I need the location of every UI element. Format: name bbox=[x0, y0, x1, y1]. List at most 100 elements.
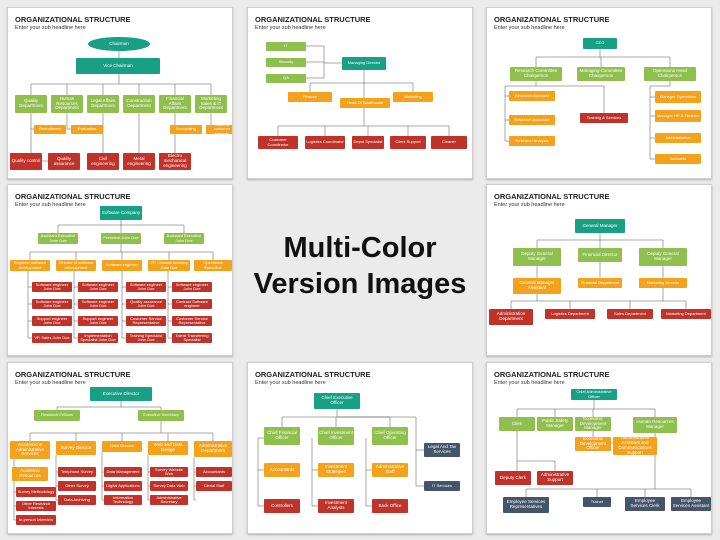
org-node: Assistant Executive John Doe bbox=[38, 233, 78, 244]
org-node: Chief Operating Officer bbox=[372, 427, 408, 445]
org-node: Support engineer John Doe bbox=[32, 316, 72, 326]
org-node: VP, Channel learning John Doe bbox=[148, 260, 190, 271]
org-node: Research Associate bbox=[509, 115, 555, 125]
org-node: Quality assurance John Doe bbox=[126, 299, 166, 309]
org-node: Depot Specialist bbox=[352, 136, 384, 149]
slide-subtitle: Enter your sub headline here bbox=[494, 202, 565, 208]
org-node: Operations Head Chairperson bbox=[644, 67, 696, 81]
org-node: Data Archiving bbox=[58, 495, 96, 505]
org-node: Clerk bbox=[499, 417, 535, 431]
org-node: Survey Director bbox=[56, 441, 96, 455]
org-node: Quality control bbox=[10, 153, 42, 170]
org-node: Research Fellows bbox=[34, 410, 80, 421]
slide-thumbnail-8[interactable]: ORGANIZATIONAL STRUCTURE Enter your sub … bbox=[486, 362, 712, 534]
org-node: Vice Chairman bbox=[76, 58, 160, 74]
org-node: Web and Data Design bbox=[148, 441, 188, 455]
org-node: Software engineer bbox=[102, 260, 142, 271]
slide-subtitle: Enter your sub headline here bbox=[255, 380, 326, 386]
slide-title: ORGANIZATIONAL STRUCTURE bbox=[15, 15, 131, 24]
org-node: Accountants bbox=[264, 463, 300, 477]
org-node: Chairman bbox=[88, 37, 150, 51]
org-node: Survey Methodology bbox=[16, 487, 56, 497]
org-node: Customer Service Representative bbox=[126, 316, 166, 326]
org-node: Software engineer John Doe bbox=[172, 282, 212, 292]
slide-thumbnail-4[interactable]: ORGANIZATIONAL STRUCTURE Enter your sub … bbox=[7, 184, 233, 356]
slide-subtitle: Enter your sub headline here bbox=[494, 380, 565, 386]
org-node: Research Assistant bbox=[509, 91, 555, 101]
org-node: Economic Development Officer bbox=[575, 437, 611, 451]
org-node: Survey Data Web bbox=[150, 481, 188, 491]
org-node: Software engineer John Doe bbox=[32, 299, 72, 309]
org-node: Executive Secretary bbox=[138, 410, 184, 421]
slide-thumbnail-3[interactable]: ORGANIZATIONAL STRUCTURE Enter your sub … bbox=[486, 7, 712, 179]
slide-title: ORGANIZATIONAL STRUCTURE bbox=[255, 15, 371, 24]
org-node: Sales Department bbox=[607, 309, 653, 319]
org-node: Software engineer John Doe bbox=[78, 299, 118, 309]
org-node: Software engineer John Doe bbox=[78, 282, 118, 292]
org-node: Chief Investment Officer bbox=[318, 427, 354, 445]
org-node: President John Doe bbox=[101, 233, 141, 244]
org-node: Research Analysis bbox=[509, 136, 555, 146]
org-node: Evaluation bbox=[71, 125, 103, 134]
org-node: Financial Affairs Department bbox=[159, 95, 191, 113]
org-node: Human Resources Manager bbox=[633, 417, 677, 433]
org-node: Customer Coordinator bbox=[258, 136, 298, 149]
slide-thumbnail-1[interactable]: ORGANIZATIONAL STRUCTURE Enter your sub … bbox=[7, 7, 233, 179]
center-heading-line-2: Version Images bbox=[253, 268, 467, 301]
slide-title: ORGANIZATIONAL STRUCTURE bbox=[255, 370, 371, 379]
center-heading: Multi-Color Version Images bbox=[246, 230, 474, 303]
connector-lines bbox=[277, 45, 450, 136]
org-node: Financial Department bbox=[578, 278, 622, 288]
org-node: Employee Services Representatives bbox=[503, 497, 549, 513]
org-node: Training & Services bbox=[580, 113, 628, 123]
org-node: Metal engineering bbox=[123, 153, 155, 170]
org-node: Manager HR & Finance bbox=[655, 110, 701, 122]
org-node: Academic & Administrative Services bbox=[10, 441, 50, 459]
slide-title: ORGANIZATIONAL STRUCTURE bbox=[494, 15, 610, 24]
org-node: Manager Operations bbox=[655, 91, 701, 103]
org-node: Assistant Executive John Doe bbox=[164, 233, 204, 244]
slide-thumbnail-5[interactable]: ORGANIZATIONAL STRUCTURE Enter your sub … bbox=[486, 184, 712, 356]
connector-lines bbox=[257, 409, 424, 507]
org-node: Executive Director bbox=[90, 387, 152, 401]
slide-thumbnail-2[interactable]: ORGANIZATIONAL STRUCTURE Enter your sub … bbox=[247, 7, 473, 179]
org-node: Engineer software development bbox=[10, 260, 50, 271]
slide-title: ORGANIZATIONAL STRUCTURE bbox=[494, 370, 610, 379]
org-node: Accountants bbox=[196, 467, 232, 477]
org-node: Deputy General Manager bbox=[639, 248, 687, 266]
org-node: Research Committee Chairperson bbox=[510, 67, 562, 81]
org-node: Data Director bbox=[102, 441, 142, 452]
connector-lines bbox=[504, 49, 671, 160]
org-node: Telephone Survey bbox=[58, 467, 96, 477]
org-node: Data Management bbox=[104, 467, 142, 477]
org-node: Implementation Specialist John Doe bbox=[78, 333, 118, 343]
center-heading-line-1: Multi-Color bbox=[283, 232, 437, 264]
org-node: Administrative Assistant and Communicati… bbox=[613, 437, 657, 455]
org-node: QA bbox=[266, 74, 306, 83]
org-node: Support engineer John Doe bbox=[78, 316, 118, 326]
org-node: Cleaner bbox=[431, 136, 467, 149]
org-node: Client Support bbox=[390, 136, 426, 149]
org-node: VP, Sales John Doe bbox=[32, 333, 72, 343]
org-node: Investment Strategies bbox=[318, 463, 354, 477]
org-node: Legal And Tax Services bbox=[424, 443, 460, 457]
org-node: Chief Administrative Officer bbox=[571, 389, 617, 400]
org-node: Investment Analysts bbox=[318, 499, 354, 513]
org-node: Sales & customer services bbox=[206, 125, 232, 134]
org-node: Information Technology bbox=[104, 495, 142, 505]
org-node: Other Research Interests bbox=[16, 501, 56, 511]
org-node: Quality Department bbox=[15, 95, 47, 113]
org-node: Civil engineering bbox=[87, 153, 119, 170]
org-node: Electro mechanical engineering bbox=[159, 153, 191, 170]
slide-subtitle: Enter your sub headline here bbox=[15, 25, 86, 31]
org-node: Logistics Coordinator bbox=[305, 136, 345, 149]
slide-thumbnail-6[interactable]: ORGANIZATIONAL STRUCTURE Enter your sub … bbox=[7, 362, 233, 534]
slide-title: ORGANIZATIONAL STRUCTURE bbox=[15, 192, 131, 201]
org-node: Managing Director bbox=[342, 57, 386, 70]
slide-thumbnail-7[interactable]: ORGANIZATIONAL STRUCTURE Enter your sub … bbox=[247, 362, 473, 534]
org-node: Security bbox=[266, 58, 306, 67]
org-node: Deputy General Manager bbox=[513, 248, 561, 266]
slide-subtitle: Enter your sub headline here bbox=[15, 202, 86, 208]
org-node: Legal Affairs Department bbox=[87, 95, 119, 113]
org-node: In-person Interview bbox=[16, 515, 56, 525]
